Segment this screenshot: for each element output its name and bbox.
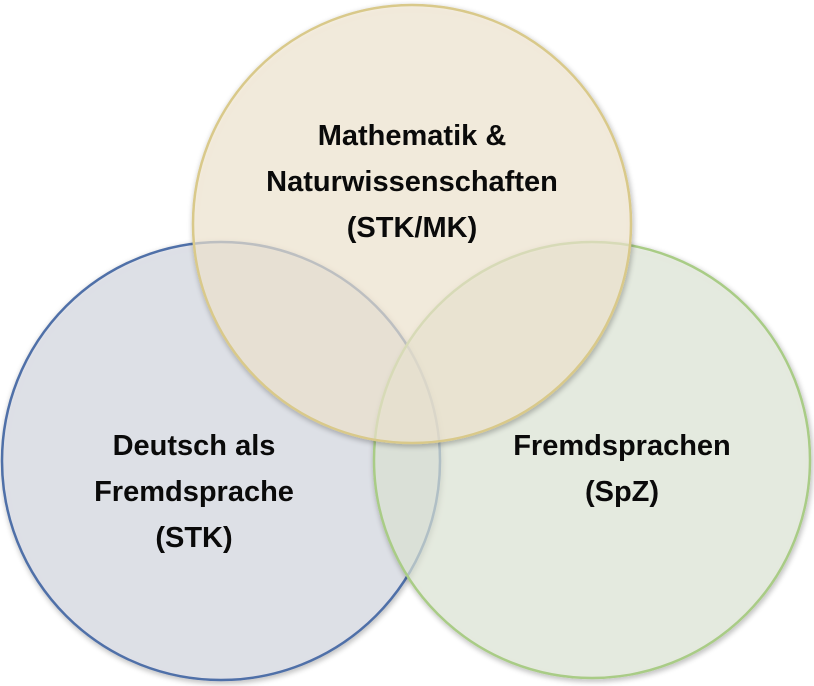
label-left-line-2: Fremdsprache: [94, 476, 294, 508]
label-right-line-1: Fremdsprachen: [513, 430, 731, 462]
circle-mathematik-naturwissenschaften: [191, 3, 633, 445]
label-top-line-3: (STK/MK): [346, 212, 478, 244]
label-left-line-3: (STK): [155, 522, 233, 554]
label-deutsch-als-fremdsprache: Deutsch als Fremdsprache (STK): [14, 423, 374, 561]
label-mathematik-naturwissenschaften: Mathematik & Naturwissenschaften (STK/MK…: [212, 113, 612, 251]
label-right-line-2: (SpZ): [584, 476, 660, 508]
label-top-line-1: Mathematik &: [317, 120, 507, 152]
label-top-line-2: Naturwissenschaften: [266, 166, 558, 198]
label-fremdsprachen: Fremdsprachen (SpZ): [442, 423, 802, 515]
label-left-line-1: Deutsch als: [112, 430, 276, 462]
